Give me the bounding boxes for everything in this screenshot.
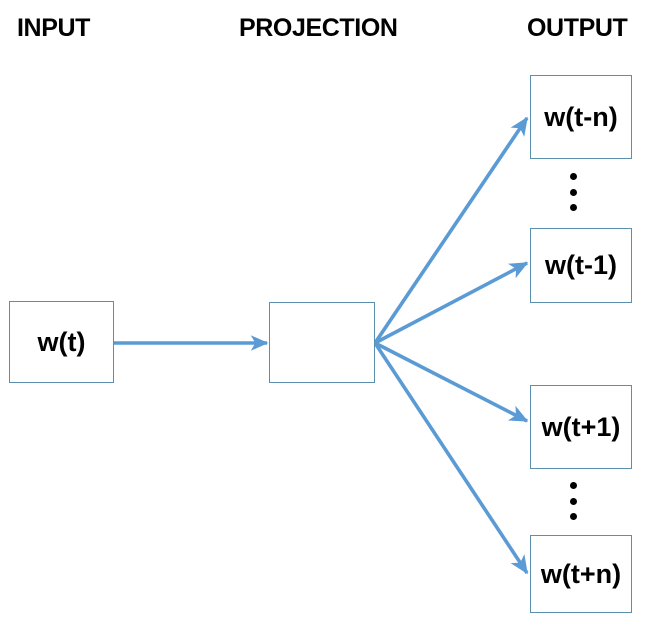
projection-node (269, 302, 375, 383)
ellipsis-dot (569, 513, 577, 520)
edge-projection-to-output-1 (373, 116, 529, 345)
output-node-w-t-minus-n: w(t-n) (530, 75, 632, 159)
column-header-projection: PROJECTION (239, 14, 398, 42)
edge-projection-to-output-2 (374, 261, 529, 345)
output-node-w-t-plus-1: w(t+1) (530, 385, 632, 469)
ellipsis-dot (569, 173, 577, 180)
edge-projection-to-output-3 (374, 341, 529, 423)
output-node-w-t-plus-n: w(t+n) (530, 535, 632, 613)
input-node-wt: w(t) (9, 301, 114, 383)
column-header-input: INPUT (17, 14, 91, 42)
edge-projection-to-output-4 (373, 342, 529, 575)
ellipsis-dot (569, 188, 577, 196)
column-header-output: OUTPUT (527, 14, 628, 42)
ellipsis-dot (569, 482, 577, 489)
ellipsis-dot (569, 204, 577, 211)
output-node-w-t-minus-1: w(t-1) (530, 228, 632, 303)
vertical-ellipsis-icon-bottom (563, 482, 583, 520)
vertical-ellipsis-icon-top (563, 173, 583, 211)
ellipsis-dot (569, 497, 577, 505)
